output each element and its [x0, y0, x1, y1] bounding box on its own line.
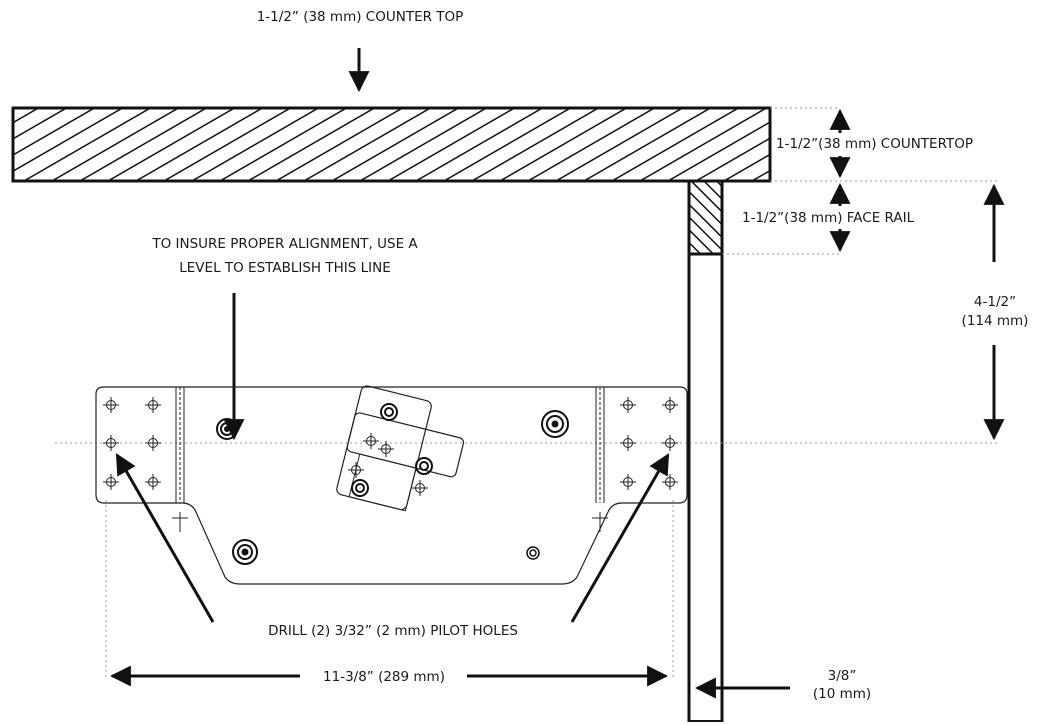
width-dim-label: 11-3/8” (289 mm) [323, 669, 445, 685]
bracket-fasteners [216, 403, 569, 565]
face-rail [687, 179, 724, 256]
offset-label-2: (10 mm) [813, 686, 871, 702]
rail-to-line-label-2: (114 mm) [962, 313, 1029, 329]
countertop-dim-label: 1-1/2”(38 mm) COUNTERTOP [776, 136, 973, 152]
counter-top-label: 1-1/2” (38 mm) COUNTER TOP [257, 9, 464, 25]
align-note-line-2: LEVEL TO ESTABLISH THIS LINE [179, 260, 390, 276]
face-rail-dim-label: 1-1/2”(38 mm) FACE RAIL [742, 210, 915, 226]
drill-arrow-left [115, 453, 215, 623]
rail-to-line-label-1: 4-1/2” [974, 294, 1016, 310]
drill-note-label: DRILL (2) 3/32” (2 mm) PILOT HOLES [268, 623, 518, 639]
align-note-line-1: TO INSURE PROPER ALIGNMENT, USE A [151, 236, 418, 252]
mounting-bracket [95, 385, 688, 585]
countertop-slab [11, 106, 772, 183]
drill-arrow-right [570, 453, 670, 623]
pilot-hole-markers [103, 397, 678, 496]
offset-label-1: 3/8” [828, 668, 857, 684]
